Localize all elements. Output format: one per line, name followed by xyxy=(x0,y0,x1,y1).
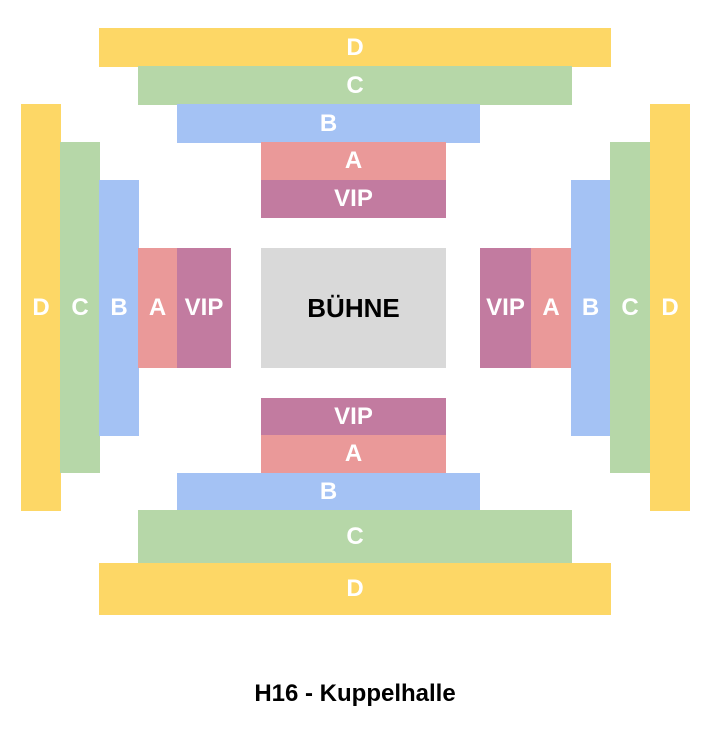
section-vip-top[interactable]: VIP xyxy=(261,180,446,218)
section-vip-bottom[interactable]: VIP xyxy=(261,398,446,435)
stage: BÜHNE xyxy=(261,248,446,368)
section-label: D xyxy=(32,293,50,321)
section-d-right[interactable]: D xyxy=(650,104,690,511)
section-a-left[interactable]: A xyxy=(138,248,177,368)
section-label: A xyxy=(344,147,363,174)
section-d-left[interactable]: D xyxy=(21,104,61,511)
section-label: VIP xyxy=(334,402,373,430)
stage-label: BÜHNE xyxy=(307,292,400,323)
section-label: D xyxy=(346,33,364,61)
section-label: VIP xyxy=(486,294,525,321)
section-label: C xyxy=(346,522,364,550)
section-a-right[interactable]: A xyxy=(531,248,571,368)
section-c-bottom[interactable]: C xyxy=(138,510,572,563)
section-label: B xyxy=(110,294,128,321)
section-label: C xyxy=(621,293,639,321)
section-label: A xyxy=(542,294,560,321)
section-b-left[interactable]: B xyxy=(99,180,139,436)
section-d-bottom[interactable]: D xyxy=(99,563,611,615)
section-label: VIP xyxy=(184,294,224,321)
section-label: D xyxy=(661,293,679,321)
section-c-top[interactable]: C xyxy=(138,66,572,105)
section-c-left[interactable]: C xyxy=(60,142,100,473)
venue-title: H16 - Kuppelhalle xyxy=(254,680,456,707)
section-a-bottom[interactable]: A xyxy=(261,435,446,473)
section-d-top[interactable]: D xyxy=(99,28,611,67)
section-b-right[interactable]: B xyxy=(571,180,610,436)
section-c-right[interactable]: C xyxy=(610,142,650,473)
section-label: C xyxy=(346,71,364,99)
section-b-bottom[interactable]: B xyxy=(177,473,480,510)
section-vip-right[interactable]: VIP xyxy=(480,248,531,368)
section-a-top[interactable]: A xyxy=(261,142,446,180)
section-label: D xyxy=(346,575,364,602)
section-vip-left[interactable]: VIP xyxy=(177,248,231,368)
section-label: B xyxy=(319,477,338,505)
section-label: VIP xyxy=(334,185,373,212)
section-label: C xyxy=(71,293,89,321)
section-b-top[interactable]: B xyxy=(177,104,480,143)
section-label: A xyxy=(148,294,167,321)
section-label: B xyxy=(581,294,600,321)
section-label: B xyxy=(319,109,338,137)
section-label: A xyxy=(344,440,363,467)
